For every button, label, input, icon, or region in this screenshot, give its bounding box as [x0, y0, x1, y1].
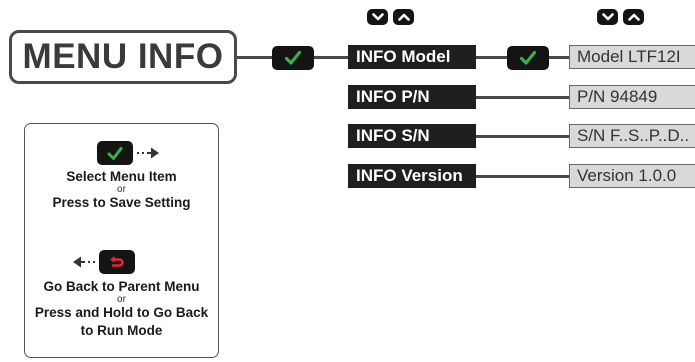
- menu-info-title: MENU INFO: [9, 30, 237, 84]
- legend-box: Select Menu Item or Press to Save Settin…: [24, 123, 219, 358]
- legend-back-label: Go Back to Parent Menu: [43, 279, 200, 294]
- menu-item-info-sn[interactable]: INFO S/N: [348, 124, 476, 148]
- confirm-key-menu[interactable]: [272, 46, 314, 70]
- legend-save-label: Press to Save Setting: [52, 195, 191, 210]
- value-sn: S/N F..S..P..D..: [569, 124, 695, 148]
- legend-back-key: [99, 250, 135, 274]
- up-key-values[interactable]: [623, 9, 644, 25]
- menu-item-info-model[interactable]: INFO Model: [348, 45, 476, 69]
- checkmark-icon: [107, 146, 123, 160]
- legend-select-label: Select Menu Item: [66, 169, 177, 184]
- back-arrow-icon: [110, 256, 124, 267]
- connector-sn: [476, 135, 569, 138]
- menu-item-info-version[interactable]: INFO Version: [348, 164, 476, 188]
- value-version: Version 1.0.0: [569, 164, 695, 188]
- up-key-items[interactable]: [393, 9, 414, 25]
- chevron-up-icon: [397, 13, 410, 21]
- down-key-values[interactable]: [597, 9, 618, 25]
- legend-hold-line1: Press and Hold to Go Back: [34, 305, 209, 320]
- value-pn: P/N 94849: [569, 85, 695, 109]
- legend-hold-line2: to Run Mode: [80, 323, 163, 338]
- chevron-up-icon: [627, 13, 640, 21]
- legend-select-or: or: [117, 184, 126, 195]
- down-key-items[interactable]: [367, 9, 388, 25]
- confirm-key-item[interactable]: [507, 46, 549, 70]
- connector-pn: [476, 96, 569, 99]
- value-model: Model LTF12I: [569, 45, 695, 69]
- legend-confirm-key: [97, 141, 133, 165]
- legend-back-or: or: [117, 294, 126, 305]
- chevron-down-icon: [601, 13, 614, 21]
- arrow-right-icon: [137, 147, 159, 159]
- connector-version: [476, 175, 569, 178]
- chevron-down-icon: [371, 13, 384, 21]
- menu-item-info-pn[interactable]: INFO P/N: [348, 85, 476, 109]
- arrow-left-icon: [73, 256, 95, 268]
- checkmark-icon: [284, 50, 302, 65]
- checkmark-icon: [519, 50, 537, 65]
